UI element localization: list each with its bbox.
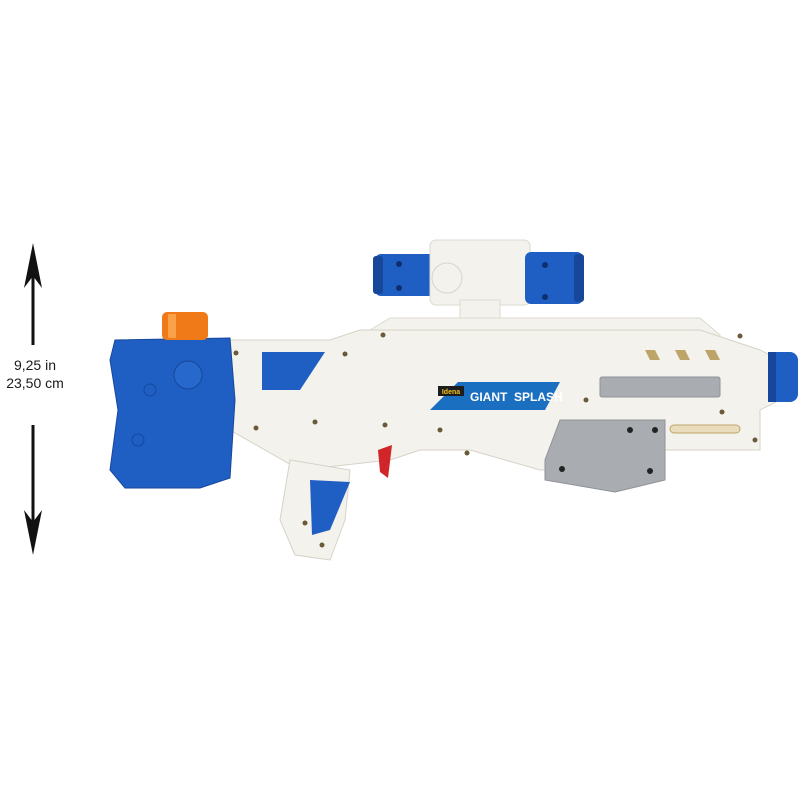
giant-splash-label: Idena GIANT SPLASH	[430, 382, 563, 410]
height-inches-label: 9,25 in	[13, 357, 57, 373]
height-dimension-annotation: 9,25 in 23,50 cm	[0, 0, 80, 800]
height-cm-label: 23,50 cm	[6, 375, 64, 391]
double-arrow-icon	[24, 243, 42, 555]
product-name-part1: GIANT	[470, 390, 508, 404]
scope	[373, 239, 584, 326]
brand-badge-text: Idena	[442, 389, 460, 396]
product-name-part2: SPLASH	[514, 390, 563, 404]
